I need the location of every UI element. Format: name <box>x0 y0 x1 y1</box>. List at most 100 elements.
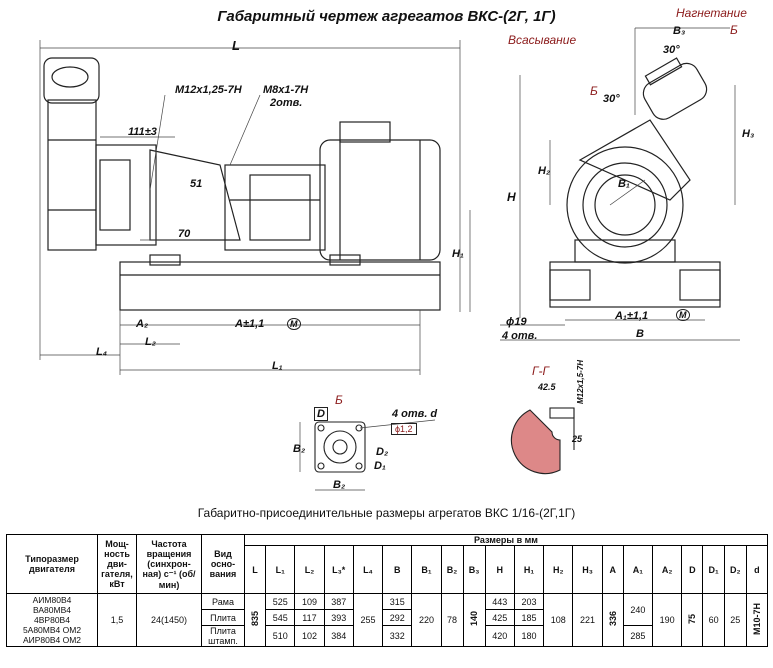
flange-D: D <box>314 407 328 421</box>
motor-type: АИМ80В4 <box>32 595 72 605</box>
L-value: 835 <box>250 611 261 627</box>
dim-phi19: ϕ19 <box>506 316 527 328</box>
col-header: d <box>745 545 769 594</box>
freq-value: 24(1450) <box>136 593 202 647</box>
col-header: H₃ <box>572 545 603 594</box>
L1-value: 510 <box>265 625 296 647</box>
discharge-label: Нагнетание <box>676 6 747 20</box>
A1-value: 285 <box>622 625 654 647</box>
dim-L4: L₄ <box>96 346 108 358</box>
B-value: 292 <box>382 609 413 626</box>
B3-cell: 140 <box>462 593 486 647</box>
H1-value: 203 <box>513 593 545 610</box>
flange-B-label: Б <box>335 393 343 407</box>
col-header: B₂ <box>440 545 464 594</box>
table-caption: Габаритно-присоединительные размеры агре… <box>197 506 576 520</box>
flange-B2-vert: B₂ <box>293 443 306 455</box>
L3-value: 387 <box>323 593 354 610</box>
d-value: M10-7H <box>751 602 762 635</box>
col-header: L₄ <box>352 545 384 594</box>
header-base: Вид осно-вания <box>201 534 245 594</box>
dim-H2: H₂ <box>538 165 551 177</box>
d-cell: M10-7H <box>745 593 769 647</box>
flange-B2-horiz: B₂ <box>333 479 346 491</box>
angle-30-left: 30° <box>603 93 620 105</box>
flange-holes: 4 отв. d <box>392 408 438 420</box>
thread-label-1: M12x1,25-7H <box>175 84 242 96</box>
col-header: H₁ <box>513 545 545 594</box>
A1-value: 240 <box>622 593 654 626</box>
B-value: 315 <box>382 593 413 610</box>
front-view-drawing <box>39 40 471 375</box>
col-header: A₂ <box>652 545 683 594</box>
H-value: 425 <box>484 609 515 626</box>
L-cell: 835 <box>243 593 267 647</box>
col-header: H <box>484 545 515 594</box>
col-header: D₁ <box>702 545 725 594</box>
A2-value: 190 <box>652 593 683 647</box>
L2-value: 109 <box>294 593 325 610</box>
H2-value: 108 <box>543 593 574 647</box>
col-header: H₂ <box>543 545 574 594</box>
L3-value: 384 <box>323 625 354 647</box>
L1-value: 545 <box>265 609 296 626</box>
base-type: Плита штамп. <box>201 625 245 647</box>
col-header: A <box>601 545 624 594</box>
H-value: 443 <box>484 593 515 610</box>
motor-type: 5А80МВ4 ОМ2 <box>22 625 82 635</box>
dim-H1: H₁ <box>452 248 464 260</box>
base-type: Рама <box>201 593 245 610</box>
L4-value: 255 <box>352 593 384 647</box>
dim-H: H <box>507 190 516 204</box>
dimensions-table: Типоразмер двигателя Мощ-ность дви-гател… <box>6 534 769 647</box>
dim-A1: A₁±1,1 <box>615 310 649 322</box>
col-header: D₂ <box>723 545 747 594</box>
col-header: L₂ <box>294 545 325 594</box>
dim-51: 51 <box>190 178 203 190</box>
power-value: 1,5 <box>97 593 137 647</box>
L2-value: 117 <box>294 609 325 626</box>
holes-label: 2отв. <box>270 97 303 109</box>
section-thread: M12x1,5-7H <box>576 360 585 405</box>
header-sizes: Размеры в мм <box>244 534 768 546</box>
section-dim-42: 42.5 <box>538 382 556 392</box>
H3-value: 221 <box>572 593 603 647</box>
section-dim-25: 25 <box>572 434 583 444</box>
holes-4: 4 отв. <box>502 330 538 342</box>
L3-value: 393 <box>323 609 354 626</box>
drawing-title: Габаритный чертеж агрегатов ВКС-(2Г, 1Г) <box>217 8 556 25</box>
dim-70: 70 <box>178 228 191 240</box>
H1-value: 185 <box>513 609 545 626</box>
motor-type: 4ВР80В4 <box>34 615 70 625</box>
D2-value: 25 <box>723 593 747 647</box>
B-value: 332 <box>382 625 413 647</box>
col-header: B <box>382 545 413 594</box>
suction-label: Всасывание <box>508 33 577 47</box>
L2-value: 102 <box>294 625 325 647</box>
dim-L1: L₁ <box>272 360 283 372</box>
header-type: Типоразмер двигателя <box>6 534 98 594</box>
header-power: Мощ-ность дви-гателя, кВт <box>97 534 137 594</box>
angle-30-top: 30° <box>663 44 680 56</box>
D1-value: 60 <box>702 593 725 647</box>
header-freq: Частота вращения (синхрон-ная) с⁻¹ (об/м… <box>136 534 202 594</box>
dim-H3: H₃ <box>742 128 755 140</box>
thread-label-2: M8x1-7H <box>263 84 309 96</box>
B1-value: 220 <box>411 593 442 647</box>
marker-M-side: M <box>676 309 690 321</box>
dim-B: B <box>636 328 644 340</box>
H-value: 420 <box>484 625 515 647</box>
H1-value: 180 <box>513 625 545 647</box>
dim-A: A±1,1 <box>235 318 265 330</box>
A-cell: 336 <box>601 593 624 647</box>
D-cell: 75 <box>681 593 704 647</box>
dim-111: 111±3 <box>128 126 157 138</box>
side-view-drawing <box>500 27 740 341</box>
col-header: A₁ <box>622 545 654 594</box>
side-B-label: Б <box>590 84 598 98</box>
col-header: L <box>243 545 267 594</box>
flange-view-drawing <box>299 419 436 491</box>
dim-A2: A₂ <box>136 318 149 330</box>
col-header: L₁ <box>265 545 296 594</box>
L1-value: 525 <box>265 593 296 610</box>
